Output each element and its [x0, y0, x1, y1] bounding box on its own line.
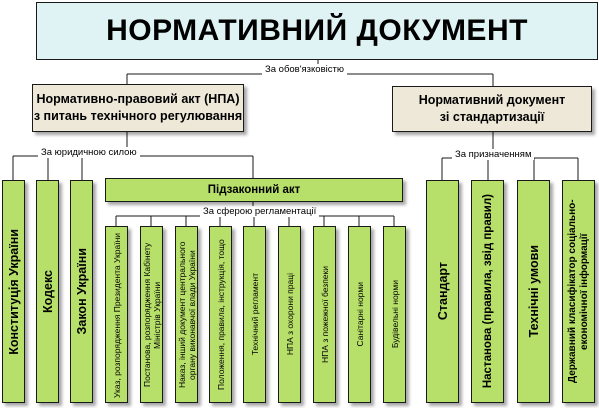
- criterion-purpose-label: За призначенням: [452, 149, 535, 160]
- standard-item-guideline: Настанова (правила, звід правил): [471, 180, 504, 403]
- npa-branch-label: Нормативно-правовий акт (НПА) з питань т…: [33, 92, 243, 123]
- subordinate-item-building-norms: Будівельні норми: [383, 226, 406, 403]
- standard-item-label: Технічні умови: [526, 245, 541, 338]
- criterion-legal-force-label: За юридичною силою: [38, 147, 140, 158]
- diagram-title: НОРМАТИВНИЙ ДОКУМЕНТ: [36, 2, 598, 60]
- subordinate-item-label: Санітарні норми: [354, 282, 365, 347]
- subordinate-item-sanitary-norms: Санітарні норми: [348, 226, 371, 403]
- standard-item-label: Державний класифікатор соціально-економі…: [566, 199, 590, 384]
- subordinate-item-label: Наказ, інший документ центрального орган…: [176, 241, 197, 388]
- subordinate-item-label: НПА з охорони праці: [284, 273, 295, 356]
- standard-item-classifier: Державний класифікатор соціально-економі…: [562, 180, 595, 403]
- standardization-branch-label: Нормативний документ зі стандартизації: [418, 93, 566, 124]
- legal-item-label: Закон України: [74, 248, 89, 335]
- subordinate-act-box: Підзаконний акт: [105, 178, 403, 202]
- subordinate-item-labor-safety: НПА з охорони праці: [278, 226, 301, 403]
- standard-item-label: Настанова (правила, звід правил): [481, 194, 494, 389]
- criterion-mandatory-label: За обов'язковістю: [262, 64, 347, 75]
- legal-item-law: Закон України: [70, 180, 93, 403]
- subordinate-item-label: НПА з пожежної безпеки: [319, 266, 330, 363]
- subordinate-item-cabinet-resolution: Постанова, розпорядження Кабінету Мініст…: [140, 226, 163, 403]
- subordinate-item-technical-regulation: Технічний регламент: [243, 226, 266, 403]
- standardization-branch-box: Нормативний документ зі стандартизації: [392, 86, 592, 132]
- subordinate-item-label: Постанова, розпорядження Кабінету Мініст…: [141, 242, 162, 387]
- subordinate-item-regulations: Положення, правила, інструкція, тощо: [209, 226, 232, 403]
- subordinate-item-label: Указ, розпорядження Президента України: [111, 232, 122, 398]
- subordinate-act-label: Підзаконний акт: [207, 184, 301, 196]
- legal-item-code: Кодекс: [36, 180, 59, 403]
- subordinate-item-ministry-order: Наказ, інший документ центрального орган…: [175, 226, 198, 403]
- subordinate-item-label: Положення, правила, інструкція, тощо: [215, 239, 226, 390]
- criterion-regulation-scope-label: За сферою регламентації: [200, 206, 320, 217]
- subordinate-item-president-decree: Указ, розпорядження Президента України: [105, 226, 128, 403]
- legal-item-label: Конституція України: [6, 228, 21, 355]
- subordinate-item-label: Будівельні норми: [389, 280, 400, 349]
- standard-item-standard: Стандарт: [426, 180, 459, 403]
- standard-item-technical-specs: Технічні умови: [517, 180, 550, 403]
- legal-item-label: Кодекс: [40, 269, 55, 314]
- standard-item-label: Стандарт: [435, 262, 450, 321]
- subordinate-item-label: Технічний регламент: [249, 273, 260, 356]
- subordinate-item-fire-safety: НПА з пожежної безпеки: [313, 226, 336, 403]
- npa-branch-box: Нормативно-правовий акт (НПА) з питань т…: [32, 84, 244, 132]
- legal-item-constitution: Конституція України: [2, 180, 25, 403]
